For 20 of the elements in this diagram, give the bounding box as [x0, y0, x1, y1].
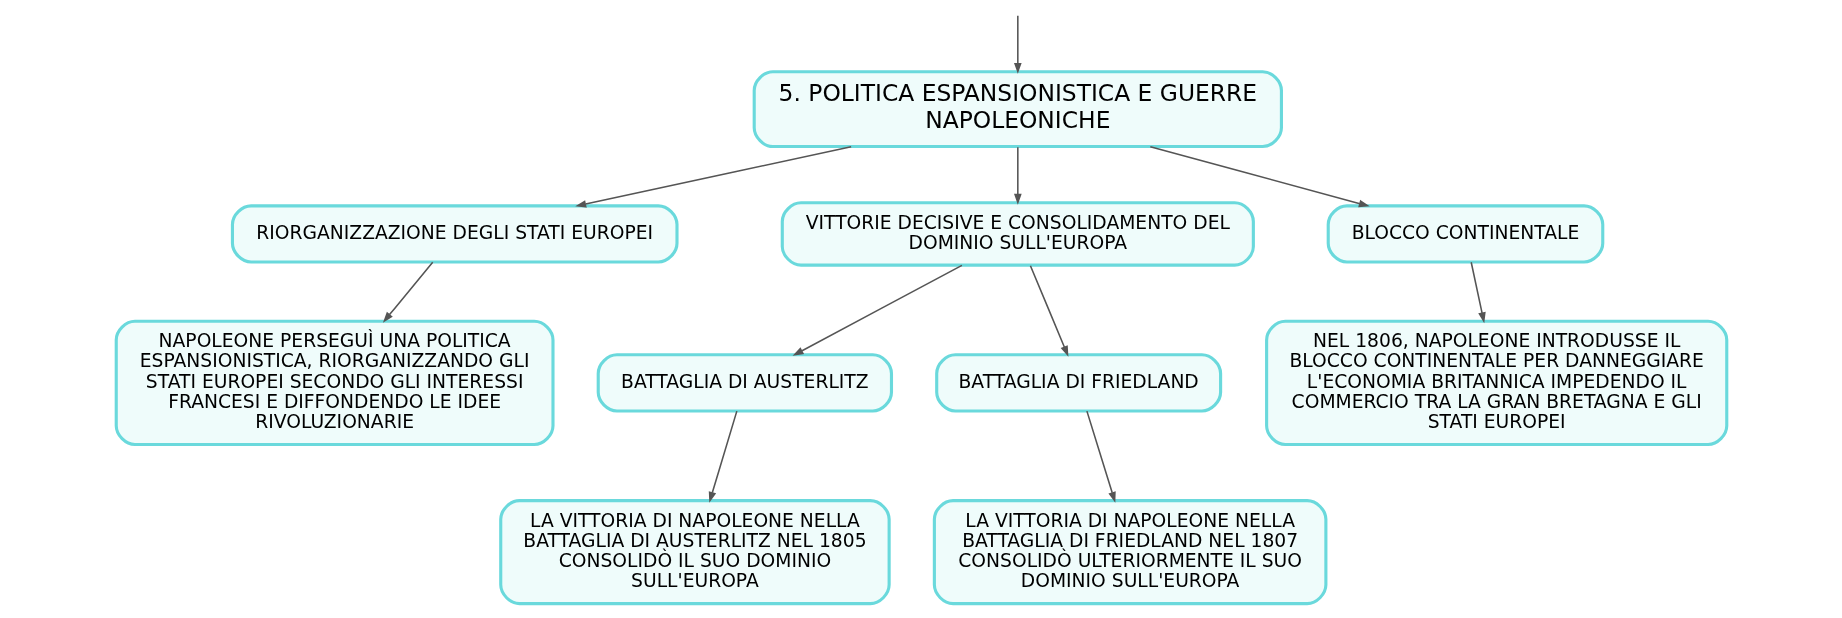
arrow	[1149, 145, 1370, 208]
arrow	[792, 264, 963, 356]
arrow	[1013, 146, 1022, 205]
node-box: RIORGANIZZAZIONE DEGLI STATI EUROPEI	[230, 204, 679, 264]
node-box: NEL 1806, NAPOLEONE INTRODUSSE IL BLOCCO CONTINENTALE PER DANNEGGIARE L'ECONOMIA BRITANNICA IMPEDENDO IL COMMERCIO TRA LA GRAN BRETAGNA E GLI STATI EUROPEI	[1264, 319, 1728, 447]
node-box: BATTAGLIA DI AUSTERLITZ	[596, 353, 893, 413]
node-box: LA VITTORIA DI NAPOLEONE NELLA BATTAGLIA DI AUSTERLITZ NEL 1805 CONSOLIDÒ IL SUO DOMINIO SULL'EUROPA	[498, 499, 891, 606]
arrow	[382, 261, 433, 323]
node-box: 5. POLITICA ESPANSIONISTICA E GUERRE NAPOLEONICHE	[752, 70, 1283, 149]
node-box: NAPOLEONE PERSEGUÌ UNA POLITICA ESPANSIONISTICA, RIORGANIZZANDO GLI STATI EUROPEI SECONDO GLI INTERESSI FRANCESI E DIFFONDENDO LE IDEE RIVOLUZIONARIE	[114, 319, 555, 447]
arrow	[1085, 410, 1116, 503]
arrow	[574, 145, 852, 208]
node-box: BATTAGLIA DI FRIEDLAND	[934, 353, 1222, 413]
node-box: LA VITTORIA DI NAPOLEONE NELLA BATTAGLIA DI FRIEDLAND NEL 1807 CONSOLIDÒ ULTERIORMENTE IL SUO DOMINIO SULL'EUROPA	[932, 499, 1327, 606]
node-box: VITTORIE DECISIVE E CONSOLIDAMENTO DEL DOMINIO SULL'EUROPA	[780, 201, 1255, 267]
arrow	[708, 410, 738, 503]
node-box: BLOCCO CONTINENTALE	[1326, 204, 1604, 264]
arrow	[1469, 261, 1486, 324]
arrow	[1029, 264, 1068, 357]
arrow	[1013, 15, 1022, 74]
